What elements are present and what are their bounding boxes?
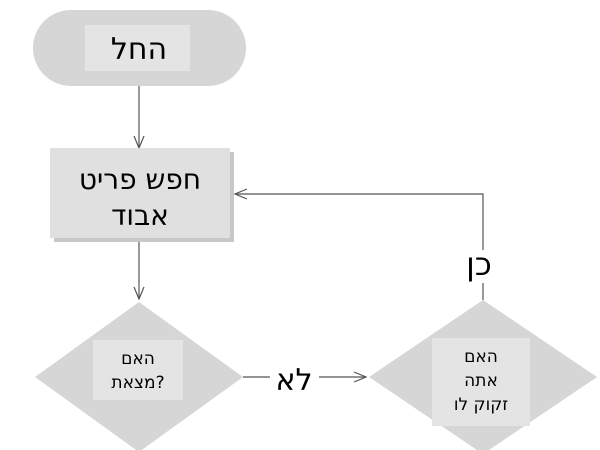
edge-need-yes-upper xyxy=(235,194,484,250)
edge-no-label: לא xyxy=(275,363,312,398)
need-decision-label-line1: האם xyxy=(464,347,498,367)
need-decision-label-line3: זקוק לו xyxy=(454,395,508,415)
search-node: חפש פריט אבוד xyxy=(50,148,234,242)
start-node-label: החל xyxy=(111,32,167,67)
start-node: החל xyxy=(33,10,246,86)
found-decision-label-line2: מצאת? xyxy=(111,373,164,393)
edge-yes-label: כן xyxy=(466,245,492,283)
need-decision-node: האם אתה זקוק לו xyxy=(369,300,597,450)
found-decision-label-line1: האם xyxy=(121,349,155,369)
search-node-label-line1: חפש פריט xyxy=(79,163,201,196)
search-node-label-line2: אבוד xyxy=(111,199,169,232)
found-decision-node: האם מצאת? xyxy=(35,302,243,450)
need-decision-label-line2: אתה xyxy=(464,371,498,391)
